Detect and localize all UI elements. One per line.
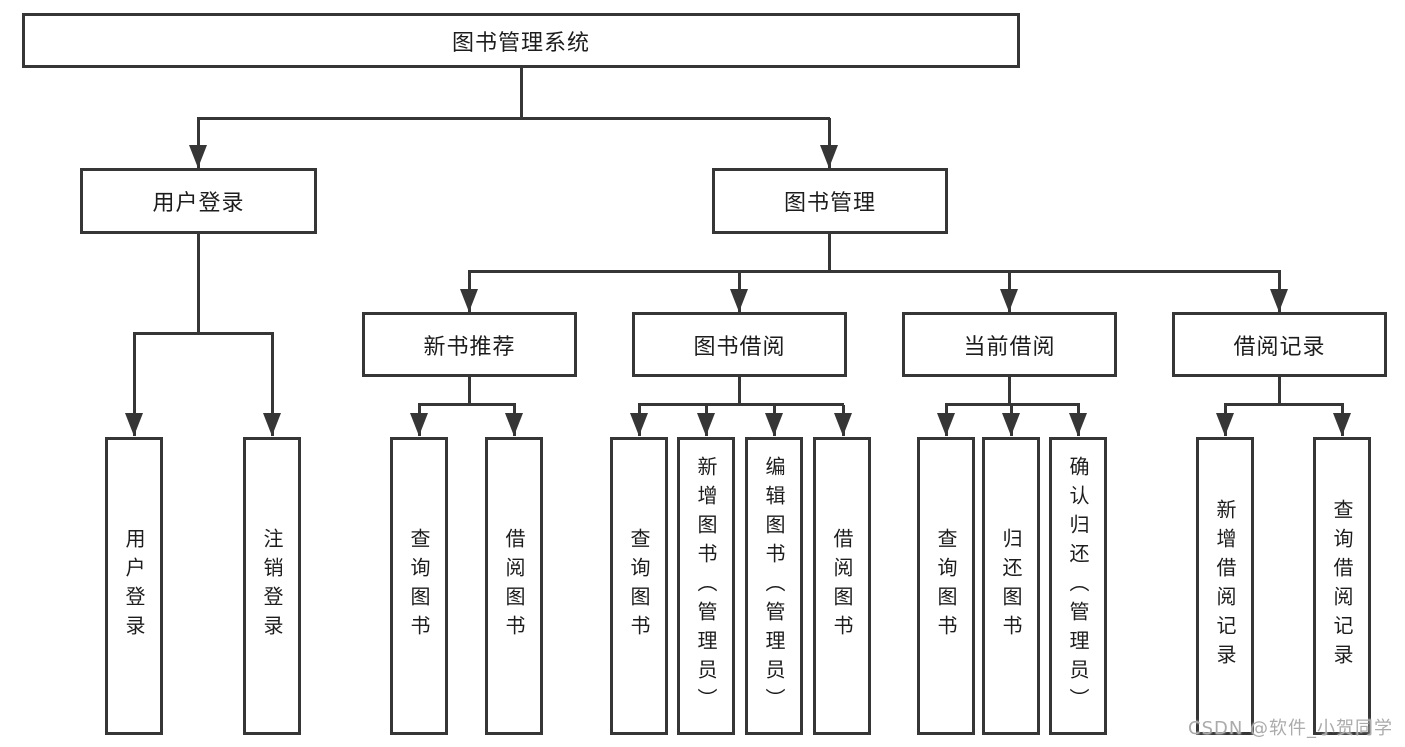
connector-root-hline: [197, 117, 830, 120]
node-root-label: 图书管理系统: [451, 30, 590, 56]
arrow-borrow-child-4: [834, 405, 852, 436]
node-book-mgmt-label: 图书管理: [783, 191, 876, 216]
leaf-edit-books-admin-label: 编辑图书（管理员）: [762, 455, 786, 717]
arrow-current-child-1: [937, 405, 955, 436]
node-book-mgmt: 图书管理: [712, 168, 948, 234]
node-current-borrow: 当前借阅: [902, 312, 1117, 377]
node-new-book-recommend-label: 新书推荐: [423, 334, 516, 360]
leaf-user-login-label: 用户登录: [122, 528, 146, 644]
arrow-to-login: [125, 334, 143, 436]
arrow-borrow-child-3: [765, 405, 783, 436]
leaf-add-books-admin: 新增图书（管理员）: [677, 437, 735, 735]
connector-record-hline: [1224, 403, 1344, 406]
leaf-return-books-label: 归还图书: [999, 528, 1023, 644]
leaf-query-borrow-record-label: 查询借阅记录: [1330, 499, 1354, 673]
connector-recommend-stem: [468, 377, 471, 406]
connector-book-mgmt-hline: [468, 270, 1281, 273]
leaf-confirm-return-admin-label: 确认归还（管理员）: [1066, 455, 1090, 717]
connector-current-stem: [1008, 377, 1011, 406]
node-user-login-label: 用户登录: [152, 191, 245, 216]
node-root: 图书管理系统: [22, 13, 1020, 68]
arrow-to-borrow: [730, 272, 748, 312]
leaf-recommend-borrow-books-label: 借阅图书: [502, 528, 526, 644]
leaf-add-borrow-record: 新增借阅记录: [1196, 437, 1254, 735]
leaf-logout: 注销登录: [243, 437, 301, 735]
leaf-borrow-query-books-label: 查询图书: [627, 528, 651, 644]
leaf-return-books: 归还图书: [982, 437, 1040, 735]
connector-recommend-hline: [418, 403, 516, 406]
arrow-to-recommend: [460, 272, 478, 312]
leaf-current-query-books-label: 查询图书: [934, 528, 958, 644]
leaf-query-borrow-record: 查询借阅记录: [1313, 437, 1371, 735]
node-book-borrow: 图书借阅: [632, 312, 847, 377]
node-current-borrow-label: 当前借阅: [963, 334, 1056, 360]
leaf-recommend-borrow-books: 借阅图书: [485, 437, 543, 735]
leaf-user-login: 用户登录: [105, 437, 163, 735]
leaf-add-borrow-record-label: 新增借阅记录: [1213, 499, 1237, 673]
arrow-to-record: [1270, 272, 1288, 312]
leaf-borrow-books-label: 借阅图书: [830, 528, 854, 644]
connector-borrow-stem: [738, 377, 741, 406]
connector-borrow-hline: [638, 403, 844, 406]
arrow-to-user-login: [189, 118, 207, 168]
node-user-login: 用户登录: [80, 168, 317, 234]
leaf-recommend-query-books: 查询图书: [390, 437, 448, 735]
leaf-current-query-books: 查询图书: [917, 437, 975, 735]
leaf-logout-label: 注销登录: [260, 528, 284, 644]
arrow-current-child-3: [1069, 405, 1087, 436]
arrow-record-child-1: [1216, 405, 1234, 436]
leaf-borrow-books: 借阅图书: [813, 437, 871, 735]
node-borrow-record: 借阅记录: [1172, 312, 1387, 377]
arrow-borrow-child-1: [630, 405, 648, 436]
arrow-current-child-2: [1002, 405, 1020, 436]
node-borrow-record-label: 借阅记录: [1233, 334, 1326, 360]
leaf-borrow-query-books: 查询图书: [610, 437, 668, 735]
arrow-recommend-child-1: [410, 405, 428, 436]
leaf-confirm-return-admin: 确认归还（管理员）: [1049, 437, 1107, 735]
connector-current-hline: [945, 403, 1080, 406]
node-book-borrow-label: 图书借阅: [693, 334, 786, 360]
leaf-edit-books-admin: 编辑图书（管理员）: [745, 437, 803, 735]
connector-user-login-hline: [133, 332, 274, 335]
arrow-record-child-2: [1333, 405, 1351, 436]
arrow-to-book-mgmt: [820, 118, 838, 168]
arrow-to-logout: [263, 334, 281, 436]
connector-user-login-stem: [197, 234, 200, 335]
leaf-add-books-admin-label: 新增图书（管理员）: [694, 455, 718, 717]
arrow-recommend-child-2: [505, 405, 523, 436]
csdn-watermark: CSDN @软件_小贺同学: [1188, 718, 1394, 739]
leaf-recommend-query-books-label: 查询图书: [407, 528, 431, 644]
node-new-book-recommend: 新书推荐: [362, 312, 577, 377]
connector-root-stem: [520, 67, 523, 119]
arrow-to-current: [1000, 272, 1018, 312]
connector-book-mgmt-stem: [828, 234, 831, 273]
connector-record-stem: [1278, 377, 1281, 406]
arrow-borrow-child-2: [697, 405, 715, 436]
